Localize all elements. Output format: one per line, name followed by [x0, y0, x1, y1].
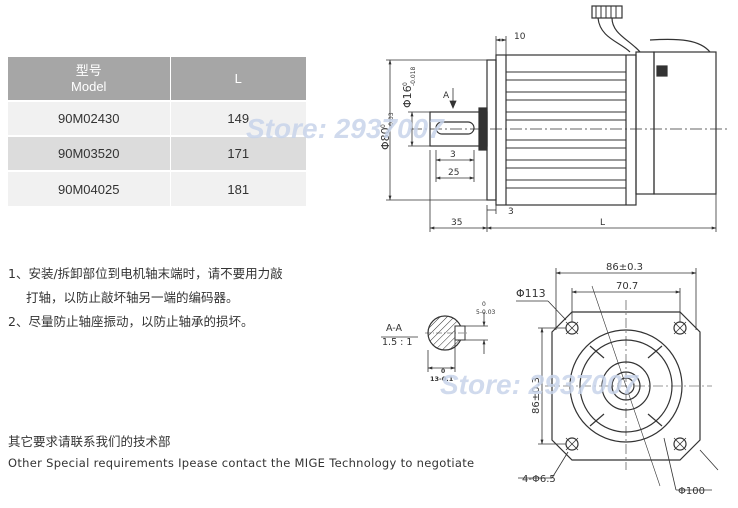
cable — [597, 17, 631, 53]
note-1a: 1、安装/拆卸部位到电机轴末端时，请不要用力敲 — [8, 266, 283, 281]
section-scale: 1.5 : 1 — [382, 337, 412, 348]
dim-phi16-tol-top: 0 — [402, 82, 409, 86]
flange-plate — [486, 59, 497, 201]
dim-phi16: Φ16 — [401, 85, 414, 108]
shaft-keyway — [435, 121, 475, 135]
dim-70-7: 70.7 — [616, 281, 638, 292]
section-a-a: A-A 1.5 : 1 0 5-0.03 0 13-0.1 — [381, 301, 496, 383]
dim-phi80-tol-top: 0 — [380, 124, 387, 128]
dim-35: 35 — [451, 218, 462, 228]
note-1b: 打轴，以防止敲坏轴另一端的编码器。 — [26, 290, 239, 305]
motor-body — [495, 54, 637, 206]
dim-phi16-tol-bottom: -0.018 — [410, 66, 417, 86]
store-watermark: Store: 2937007 — [246, 113, 445, 144]
key-depth-tol-bottom: 13-0.1 — [430, 375, 454, 383]
flange-outline — [551, 311, 701, 461]
section-label: A-A — [386, 323, 403, 334]
side-view — [410, 5, 730, 206]
note-2: 2、尽量防止轴座振动，以防止轴承的损坏。 — [8, 314, 254, 329]
dim-key-width: 3 — [450, 150, 456, 160]
cell-length: 149 — [170, 100, 306, 136]
front-view-dimensions — [516, 268, 719, 491]
cell-length: 171 — [170, 135, 306, 171]
table-row: 90M04025 181 — [8, 170, 306, 206]
spec-table: 型号 Model L 90M02430 149 90M03520 171 90M… — [8, 57, 306, 206]
header-model-en: Model — [71, 78, 107, 94]
key-tol-bottom: 5-0.03 — [476, 309, 496, 316]
cell-length: 181 — [170, 170, 306, 206]
dim-l: L — [600, 218, 605, 228]
table-row: 90M03520 171 — [8, 135, 306, 171]
store-watermark: Store: 2937007 — [440, 369, 639, 400]
dim-86-top: 86±0.3 — [606, 262, 643, 273]
header-length: L — [170, 57, 306, 101]
section-marker-a: A — [443, 91, 450, 101]
table-row: 90M02430 149 — [8, 100, 306, 136]
dim-10: 10 — [514, 32, 526, 42]
mounting-holes — [565, 321, 687, 451]
connector-block — [656, 65, 668, 77]
dim-86-side: 86±0.3 — [531, 377, 542, 414]
dim-flange-3: 3 — [508, 207, 514, 217]
dim-phi80: Φ80 — [379, 127, 392, 150]
dim-mounting-holes: 4-Φ6.5 — [522, 474, 556, 485]
cooling-fins — [506, 71, 626, 189]
key-tol-top: 0 — [482, 301, 486, 308]
cable-connector — [591, 5, 623, 19]
header-model: 型号 Model — [8, 57, 171, 101]
dim-phi113: Φ113 — [516, 287, 546, 300]
encoder-housing — [653, 51, 717, 195]
key-depth-tol-top: 0 — [441, 368, 445, 375]
contact-note-zh: 其它要求请联系我们的技术部 — [8, 434, 171, 449]
rear-cover — [635, 51, 655, 195]
dim-phi100: Φ100 — [678, 486, 705, 497]
dim-25: 25 — [448, 168, 459, 178]
cell-model: 90M04025 — [8, 170, 171, 206]
installation-notes: 1、安装/拆卸部位到电机轴末端时，请不要用力敲 打轴，以防止敲坏轴另一端的编码器… — [8, 262, 338, 334]
dim-phi80-tol-bottom: -0.03 — [388, 112, 395, 128]
header-model-zh: 型号 — [75, 62, 102, 78]
front-view — [545, 285, 712, 487]
side-view-dimensions — [386, 36, 717, 232]
cell-model: 90M03520 — [8, 135, 171, 171]
cell-model: 90M02430 — [8, 100, 171, 136]
contact-note-en: Other Special requirements Ipease contac… — [8, 456, 475, 470]
